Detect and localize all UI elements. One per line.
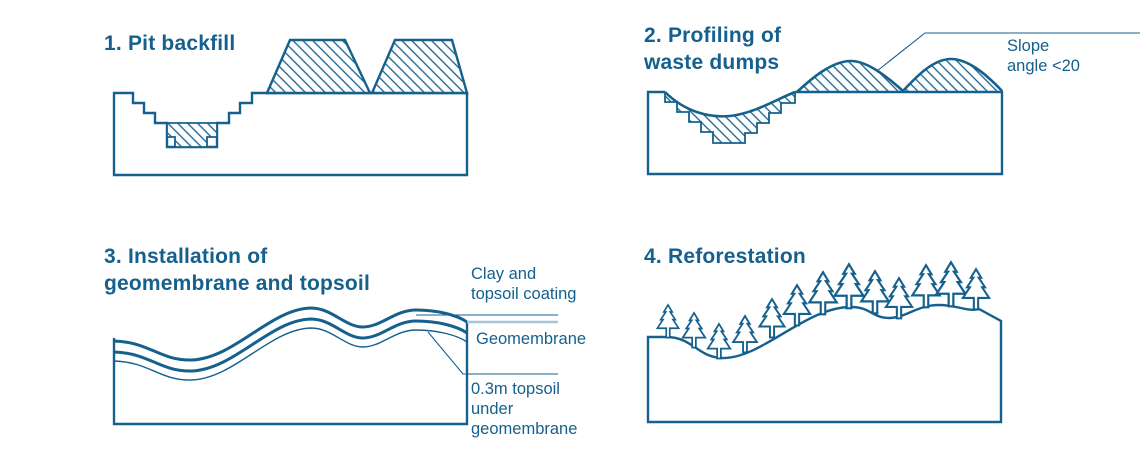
reforestation-drawing bbox=[646, 261, 1003, 424]
mound-left-hatch bbox=[797, 61, 903, 92]
pit-backfill-heap bbox=[166, 122, 218, 148]
panel2-title-line2: waste dumps bbox=[644, 51, 780, 74]
topsoil-under-layer bbox=[113, 327, 468, 381]
geomembrane-layer bbox=[112, 317, 469, 373]
slope-angle-label-line1: Slope bbox=[1007, 37, 1050, 55]
pit-backfill-drawing bbox=[112, 38, 469, 177]
waste-dump-profiling-drawing bbox=[646, 32, 1140, 176]
clay-label-line1: Clay and bbox=[471, 265, 537, 283]
panel3-title-line2: geomembrane and topsoil bbox=[104, 272, 370, 295]
slope-leader-line bbox=[876, 32, 1140, 72]
panel1-title: 1. Pit backfill bbox=[104, 32, 236, 55]
pine-tree-icon bbox=[833, 263, 865, 310]
geomembrane-installation-drawing bbox=[112, 306, 558, 426]
pine-tree-icon bbox=[935, 261, 967, 308]
pine-tree-icon bbox=[732, 315, 758, 354]
geomembrane-label: Geomembrane bbox=[476, 330, 587, 348]
ground-outline bbox=[646, 90, 1004, 176]
pine-tree-icon bbox=[911, 264, 941, 309]
pine-tree-icon bbox=[656, 304, 680, 339]
clay-label-line2: topsoil coating bbox=[471, 285, 577, 303]
topsoil-label-line1: 0.3m topsoil bbox=[471, 380, 560, 398]
pit-fill-hatch bbox=[665, 92, 795, 143]
pine-tree-icon bbox=[706, 323, 732, 360]
topsoil-label-line3: geomembrane bbox=[471, 420, 578, 438]
waste-dump-right bbox=[370, 38, 469, 95]
topsoil-label-line2: under bbox=[471, 400, 514, 418]
pit-profiled-surface bbox=[664, 90, 796, 118]
mound-right-hatch bbox=[903, 59, 1002, 91]
pine-tree-icon bbox=[808, 271, 838, 316]
clay-topsoil-layer bbox=[112, 306, 469, 362]
panel4-title: 4. Reforestation bbox=[644, 245, 806, 268]
pine-tree-icon bbox=[961, 268, 991, 311]
topsoil-leader-line bbox=[427, 331, 558, 375]
waste-dump-left bbox=[265, 38, 372, 95]
pine-tree-icon bbox=[758, 298, 786, 339]
pit-step-profile bbox=[664, 92, 796, 144]
ground-outline bbox=[646, 303, 1003, 424]
panel3-title-line1: 3. Installation of bbox=[104, 245, 268, 268]
mound-left-outline bbox=[796, 59, 904, 93]
slope-angle-label-line2: angle <20 bbox=[1007, 57, 1080, 75]
panel2-title-line1: 2. Profiling of bbox=[644, 24, 782, 47]
mound-right-outline bbox=[902, 57, 1003, 92]
ground-outline bbox=[112, 322, 469, 426]
